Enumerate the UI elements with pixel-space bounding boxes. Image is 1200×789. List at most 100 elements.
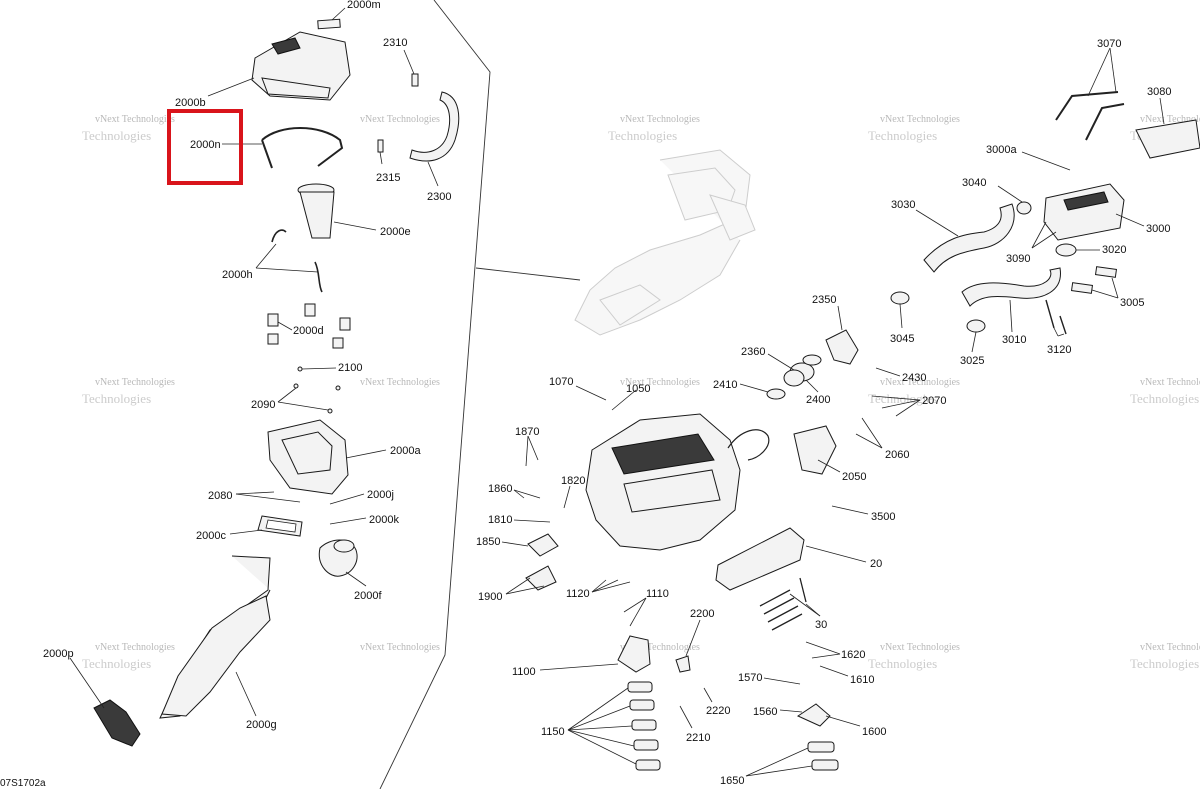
part-1900-bracket[interactable] xyxy=(525,565,557,591)
part-3120-straps[interactable] xyxy=(1045,299,1067,335)
part-2000f-intake-boot[interactable] xyxy=(318,539,358,577)
part-2315-clip[interactable] xyxy=(377,139,384,153)
callout-1150: 1150 xyxy=(541,726,565,738)
callout-2000e: 2000e xyxy=(380,226,411,238)
part-3070-brackets[interactable] xyxy=(1055,91,1125,141)
callout-2100: 2100 xyxy=(338,362,362,374)
selected-callout-highlight xyxy=(167,109,243,185)
callout-3000: 3000 xyxy=(1146,223,1170,235)
callout-1860: 1860 xyxy=(488,483,512,495)
part-2000g-air-duct[interactable] xyxy=(159,555,271,719)
callout-1120: 1120 xyxy=(566,588,590,600)
callout-2000p: 2000p xyxy=(43,648,74,660)
part-2300-hose[interactable] xyxy=(409,91,460,162)
part-3040-3020-3045-3025-rings[interactable] xyxy=(890,201,1077,333)
part-2200-sensor[interactable] xyxy=(675,655,691,673)
callout-1850: 1850 xyxy=(476,536,500,548)
part-2050-heat-shield[interactable] xyxy=(793,425,837,475)
callout-1070: 1070 xyxy=(549,376,573,388)
part-1600-mount[interactable] xyxy=(796,703,831,727)
callout-1570: 1570 xyxy=(738,672,762,684)
part-2000m-label-tag[interactable] xyxy=(317,18,341,30)
part-2350-elbow[interactable] xyxy=(825,329,859,365)
svg-text:vNext Technologies: vNext Technologies xyxy=(620,114,700,125)
callout-2310: 2310 xyxy=(383,37,407,49)
part-20-exhaust-manifold[interactable] xyxy=(715,527,805,591)
part-2000d-clips[interactable] xyxy=(267,303,351,349)
part-1850-bracket[interactable] xyxy=(527,533,559,557)
part-2000c-gasket[interactable] xyxy=(257,515,303,537)
svg-text:Technologies: Technologies xyxy=(82,128,151,143)
part-30-injector-set[interactable] xyxy=(759,577,807,631)
callout-2000d: 2000d xyxy=(293,325,324,337)
callout-2300: 2300 xyxy=(427,191,451,203)
part-3080-panel[interactable] xyxy=(1135,119,1200,159)
callout-2200: 2200 xyxy=(690,608,714,620)
callout-1620: 1620 xyxy=(841,649,865,661)
svg-text:vNext Technologies: vNext Technologies xyxy=(1140,377,1200,388)
part-2000b-air-box-cover[interactable] xyxy=(251,31,351,101)
part-1050-engine[interactable] xyxy=(585,413,770,551)
callout-3000a: 3000a xyxy=(986,144,1017,156)
svg-text:vNext Technologies: vNext Technologies xyxy=(360,642,440,653)
part-2360-2410-2400-clamps[interactable] xyxy=(766,354,822,400)
callout-3120: 3120 xyxy=(1047,344,1071,356)
svg-text:Technologies: Technologies xyxy=(1130,656,1199,671)
svg-text:vNext Technologies: vNext Technologies xyxy=(620,377,700,388)
callout-2410: 2410 xyxy=(713,379,737,391)
part-2000h-drain-hose[interactable] xyxy=(271,229,323,293)
callout-2400: 2400 xyxy=(806,394,830,406)
callout-2000m: 2000m xyxy=(347,0,381,11)
callout-1820: 1820 xyxy=(561,475,585,487)
callout-layer: 2000m 2000b 2000n 2310 2315 2300 2000e 2… xyxy=(0,0,1171,789)
section-divider xyxy=(379,0,581,789)
callout-2360: 2360 xyxy=(741,346,765,358)
part-2000a-air-box-base[interactable] xyxy=(267,419,349,495)
svg-text:Technologies: Technologies xyxy=(82,391,151,406)
callout-3070: 3070 xyxy=(1097,38,1121,50)
callout-2220: 2220 xyxy=(706,705,730,717)
svg-text:vNext Technologies: vNext Technologies xyxy=(360,377,440,388)
callout-2000c: 2000c xyxy=(196,530,226,542)
callout-2000n: 2000n xyxy=(190,139,221,151)
diagram-reference-code: 07S1702a xyxy=(0,778,46,789)
svg-text:Technologies: Technologies xyxy=(868,656,937,671)
part-3000-intercooler[interactable] xyxy=(1043,183,1125,241)
part-2000p-bracket[interactable] xyxy=(93,699,141,747)
part-2000e-intake-tube[interactable] xyxy=(297,183,335,239)
part-3005-pads[interactable] xyxy=(1070,266,1118,294)
svg-text:Technologies: Technologies xyxy=(82,656,151,671)
part-1150-shims[interactable] xyxy=(627,681,661,771)
svg-text:vNext Technologies: vNext Technologies xyxy=(620,642,700,653)
part-2310-clip[interactable] xyxy=(411,73,419,87)
part-1100-motor-mount[interactable] xyxy=(617,635,651,673)
part-2000n-seal-strip[interactable] xyxy=(261,127,344,169)
callout-2090: 2090 xyxy=(251,399,275,411)
callout-3020: 3020 xyxy=(1102,244,1126,256)
svg-text:Technologies: Technologies xyxy=(868,128,937,143)
svg-text:vNext Technologies: vNext Technologies xyxy=(880,114,960,125)
part-2100-2090-screws[interactable] xyxy=(293,366,341,414)
callout-1560: 1560 xyxy=(753,706,777,718)
callout-2210: 2210 xyxy=(686,732,710,744)
callout-1110: 1110 xyxy=(646,588,669,600)
callout-1810: 1810 xyxy=(488,514,512,526)
callout-3025: 3025 xyxy=(960,355,984,367)
callout-3045: 3045 xyxy=(890,333,914,345)
callout-3010: 3010 xyxy=(1002,334,1026,346)
part-3030-turbo-hose[interactable] xyxy=(923,203,1015,273)
svg-text:vNext Technologies: vNext Technologies xyxy=(95,377,175,388)
callout-1870: 1870 xyxy=(515,426,539,438)
callout-3040: 3040 xyxy=(962,177,986,189)
part-1650-shims[interactable] xyxy=(807,741,839,771)
callout-2000j: 2000j xyxy=(367,489,394,501)
part-3010-hose[interactable] xyxy=(961,267,1061,307)
callout-2060: 2060 xyxy=(885,449,909,461)
callout-2000k: 2000k xyxy=(369,514,399,526)
callout-2000g: 2000g xyxy=(246,719,277,731)
callout-2000f: 2000f xyxy=(354,590,382,602)
callout-3030: 3030 xyxy=(891,199,915,211)
callout-2050: 2050 xyxy=(842,471,866,483)
callout-2430: 2430 xyxy=(902,372,926,384)
